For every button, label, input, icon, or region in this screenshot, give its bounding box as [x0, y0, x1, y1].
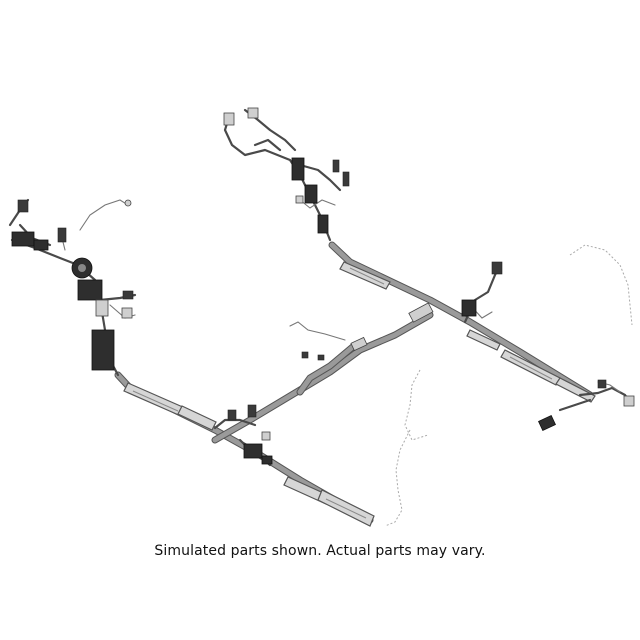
- disclaimer-caption: Simulated parts shown. Actual parts may …: [154, 543, 486, 559]
- lower-harness-rail: [114, 371, 375, 527]
- cross-harness: [211, 302, 434, 444]
- upper-harness-rail: [328, 241, 596, 403]
- upper-center-cluster: [223, 107, 350, 242]
- sensor-leads: [384, 369, 429, 527]
- right-cluster: [461, 244, 635, 432]
- center-lower-cluster: [213, 404, 273, 467]
- left-cluster: [8, 198, 137, 377]
